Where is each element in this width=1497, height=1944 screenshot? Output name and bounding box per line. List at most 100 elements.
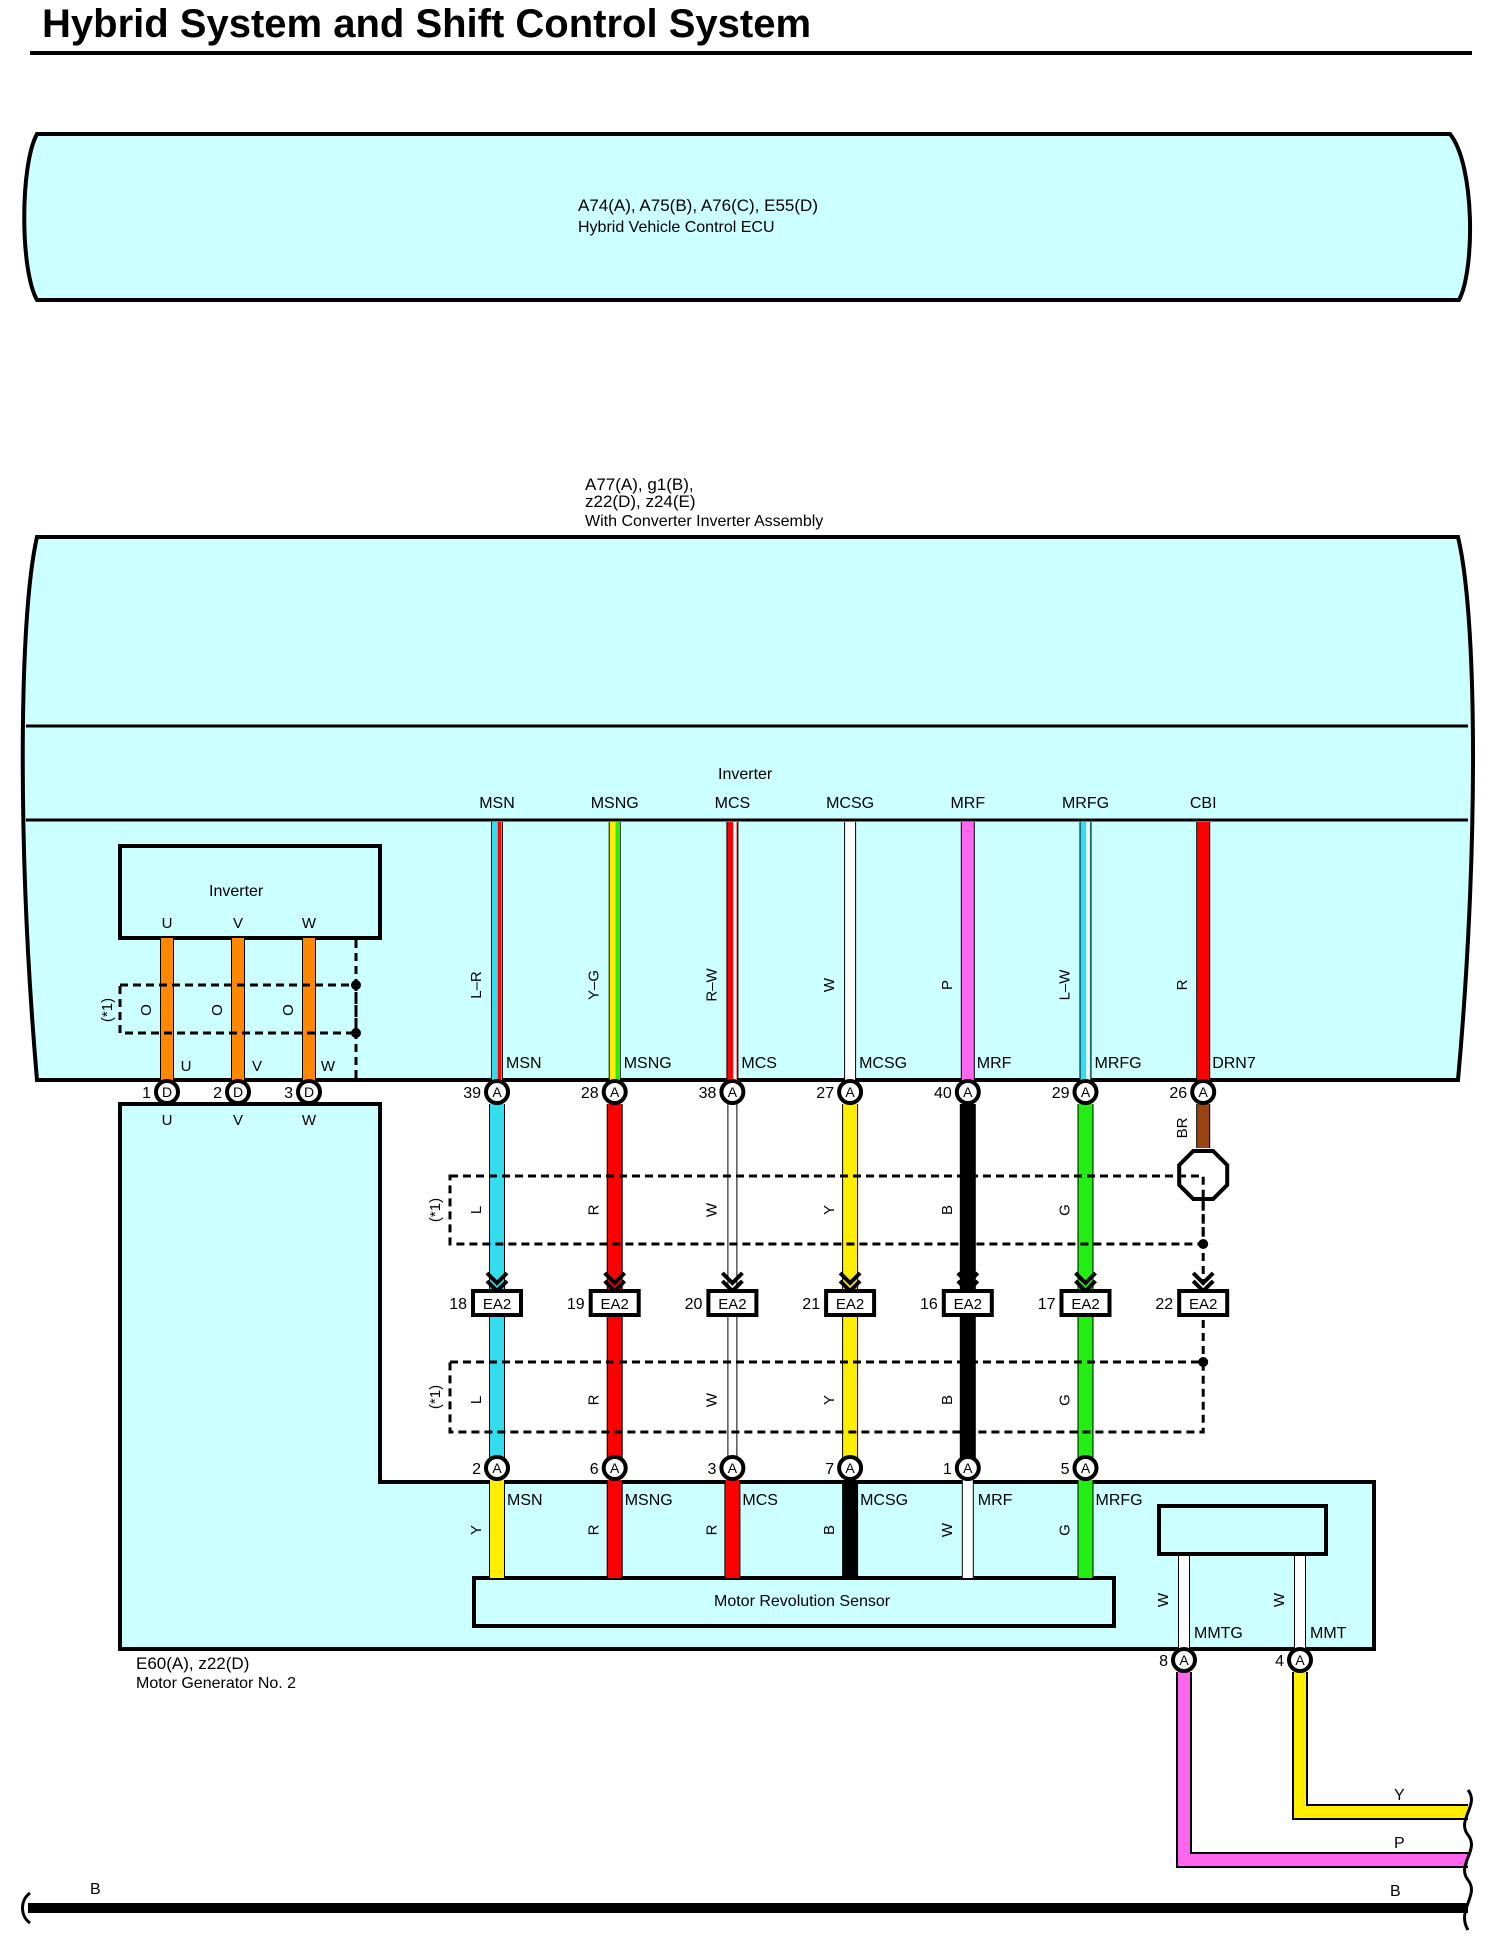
signal-mcs-ea2-chevron-0: [720, 1271, 744, 1286]
signal-msn-mg-pin-circle: [484, 1455, 510, 1481]
signal-mcs-mg-pin-circle: [719, 1455, 746, 1481]
inverter-assembly-code-1: A77(A), g1(B),: [585, 475, 694, 494]
signal-msn-mg-pin-letter: A: [492, 1460, 502, 1476]
signal-mcsg-ea2-chevron-0: [838, 1271, 862, 1286]
signal-msn-harness-color-2: L: [468, 1396, 485, 1404]
phase-v-lower-term: V: [252, 1058, 262, 1075]
signal-msn-inner-wire: [491, 822, 503, 1082]
phase-v-inverter-term: V: [233, 915, 243, 932]
signal-mcsg-pin-letter: A: [845, 1084, 855, 1100]
signal-msn-inner-color: L–R: [468, 971, 485, 999]
signal-cbi-top-term: CBI: [1190, 795, 1217, 812]
harness-shield-label-2: (*1): [427, 1385, 444, 1409]
harness-shield-node-1: [1198, 1239, 1209, 1249]
signal-mcs-mg-pin-letter: A: [728, 1460, 738, 1476]
phase-shield-node-2: [351, 1028, 361, 1038]
signal-msng-pin-circle: [601, 1079, 628, 1105]
signal-msn-mg-term: MSN: [507, 1492, 543, 1509]
inverter-assembly-name: With Converter Inverter Assembly: [585, 513, 823, 530]
signal-mrfg-mg-pin-circle: [1072, 1455, 1099, 1481]
phase-w-lower-term: W: [321, 1058, 336, 1075]
signal-msng-ea2-pin: 19: [567, 1296, 585, 1313]
ecu-name: Hybrid Vehicle Control ECU: [578, 219, 775, 236]
signal-msng-mg-term: MSNG: [625, 1492, 673, 1509]
signal-mrf-top-term: MRF: [950, 795, 985, 812]
signal-mcsg-pin-circle: [837, 1079, 864, 1105]
signal-mcs-mg-term: MCS: [742, 1492, 778, 1509]
signal-mcs-inner-color: R–W: [703, 967, 720, 1001]
signal-cbi-pin-number: 26: [1169, 1085, 1187, 1102]
signal-cbi-shield-ground: [1177, 1149, 1230, 1201]
temp-mmt-color: W: [1271, 1592, 1288, 1607]
phase-w-pin-number: 3: [284, 1085, 293, 1102]
signal-cbi-pin-circle: [1190, 1079, 1217, 1105]
signal-mcsg-ea2-pin: 21: [802, 1296, 820, 1313]
signal-mrfg-harness-color-1: G: [1057, 1204, 1074, 1216]
signal-mcs-ea2-box: [706, 1289, 759, 1317]
signal-mcsg-lower-term: MCSG: [859, 1055, 907, 1072]
signal-msn-lower-term: MSN: [506, 1055, 542, 1072]
harness-shield-label-1: (*1): [427, 1198, 444, 1222]
harness-shield-box-1: [448, 1174, 1205, 1246]
ecu-box: [22, 132, 1473, 302]
phase-u-wire-color: O: [138, 1004, 155, 1016]
signal-mrfg-ea2-box: [1059, 1289, 1112, 1317]
signal-msng-pin-letter: A: [610, 1084, 620, 1100]
bottom-b-label-left: B: [90, 1881, 101, 1898]
temp-mmt-term: MMT: [1310, 1625, 1347, 1642]
signal-mcs-mg-color: R: [703, 1524, 720, 1535]
signal-msng-harness-color-1: R: [586, 1204, 603, 1215]
signal-mcsg-ea2-label: EA2: [836, 1296, 864, 1313]
signal-mcs-pin-circle: [719, 1079, 746, 1105]
page-title: Hybrid System and Shift Control System: [42, 2, 812, 46]
temp-mmt-out-core: [1294, 1672, 1468, 1818]
signal-mcs-ea2-label: EA2: [718, 1296, 746, 1313]
signal-mrf-mg-color: W: [939, 1522, 956, 1537]
signal-msng-ea2-label: EA2: [601, 1296, 629, 1313]
signal-mcs-ea2-pin: 20: [685, 1296, 703, 1313]
signal-msn-mg-color: Y: [468, 1525, 485, 1535]
signal-mrf-ea2-pin: 16: [920, 1296, 938, 1313]
motor-generator-box: [118, 1102, 1376, 1651]
signal-mcs-lower-term: MCS: [741, 1055, 777, 1072]
signal-cbi-ea2-label: EA2: [1189, 1296, 1217, 1313]
signal-mcsg-mg-term: MCSG: [860, 1492, 908, 1509]
inverter-assembly-code-2: z22(D), z24(E): [585, 492, 696, 511]
temp-mmtg-pin-circle: [1171, 1647, 1197, 1673]
bottom-b-wire-break-left: [21, 1891, 31, 1925]
signal-mrf-ea2-box: [941, 1289, 994, 1317]
signal-mcs-top-term: MCS: [715, 795, 751, 812]
phase-shield-node-1: [351, 980, 361, 990]
signal-mcsg-mg-pin-number: 7: [825, 1461, 834, 1478]
right-wire-break: [1463, 1789, 1473, 1931]
signal-mrfg-mg-term: MRFG: [1096, 1492, 1143, 1509]
signal-msng-pin-number: 28: [581, 1085, 599, 1102]
phase-v-pin-number: 2: [213, 1085, 222, 1102]
temp-mmtg-pin-number: 8: [1159, 1653, 1168, 1670]
phase-u-pin-circle: [154, 1079, 180, 1105]
phase-v-wire-color: O: [209, 1004, 226, 1016]
phase-w-pin-circle: [296, 1079, 322, 1105]
signal-mrf-mg-pin-number: 1: [943, 1461, 952, 1478]
temp-mmtg-out-outline: [1176, 1672, 1468, 1868]
signal-mcsg-top-term: MCSG: [826, 795, 874, 812]
signal-msng-mg-color: R: [586, 1524, 603, 1535]
signal-mrfg-ea2-label: EA2: [1071, 1296, 1099, 1313]
inner-inverter-label: Inverter: [209, 883, 264, 900]
signal-msng-mg-pin-circle: [601, 1455, 628, 1481]
signal-msng-mg-pin-letter: A: [610, 1460, 620, 1476]
temp-mmtg-out-color: P: [1394, 1835, 1405, 1852]
signal-msng-harness-color-2: R: [586, 1394, 603, 1405]
signal-mrf-pin-circle: [954, 1079, 981, 1105]
inner-inverter-box: [118, 844, 382, 940]
signal-cbi-ea2-box: [1177, 1289, 1230, 1317]
signal-mrfg-top-term: MRFG: [1062, 795, 1109, 812]
signal-msng-inner-color: Y–G: [586, 970, 603, 1000]
signal-mrfg-mg-color: G: [1057, 1524, 1074, 1536]
signal-cbi-pin-letter: A: [1199, 1084, 1209, 1100]
wire-layer: [28, 822, 1468, 1913]
ecu-code: A74(A), A75(B), A76(C), E55(D): [578, 196, 818, 215]
signal-cbi-drain-color: BR: [1174, 1117, 1191, 1138]
signal-mcs-mg-pin-number: 3: [707, 1461, 716, 1478]
signal-mcs-harness-color-1: W: [703, 1202, 720, 1217]
